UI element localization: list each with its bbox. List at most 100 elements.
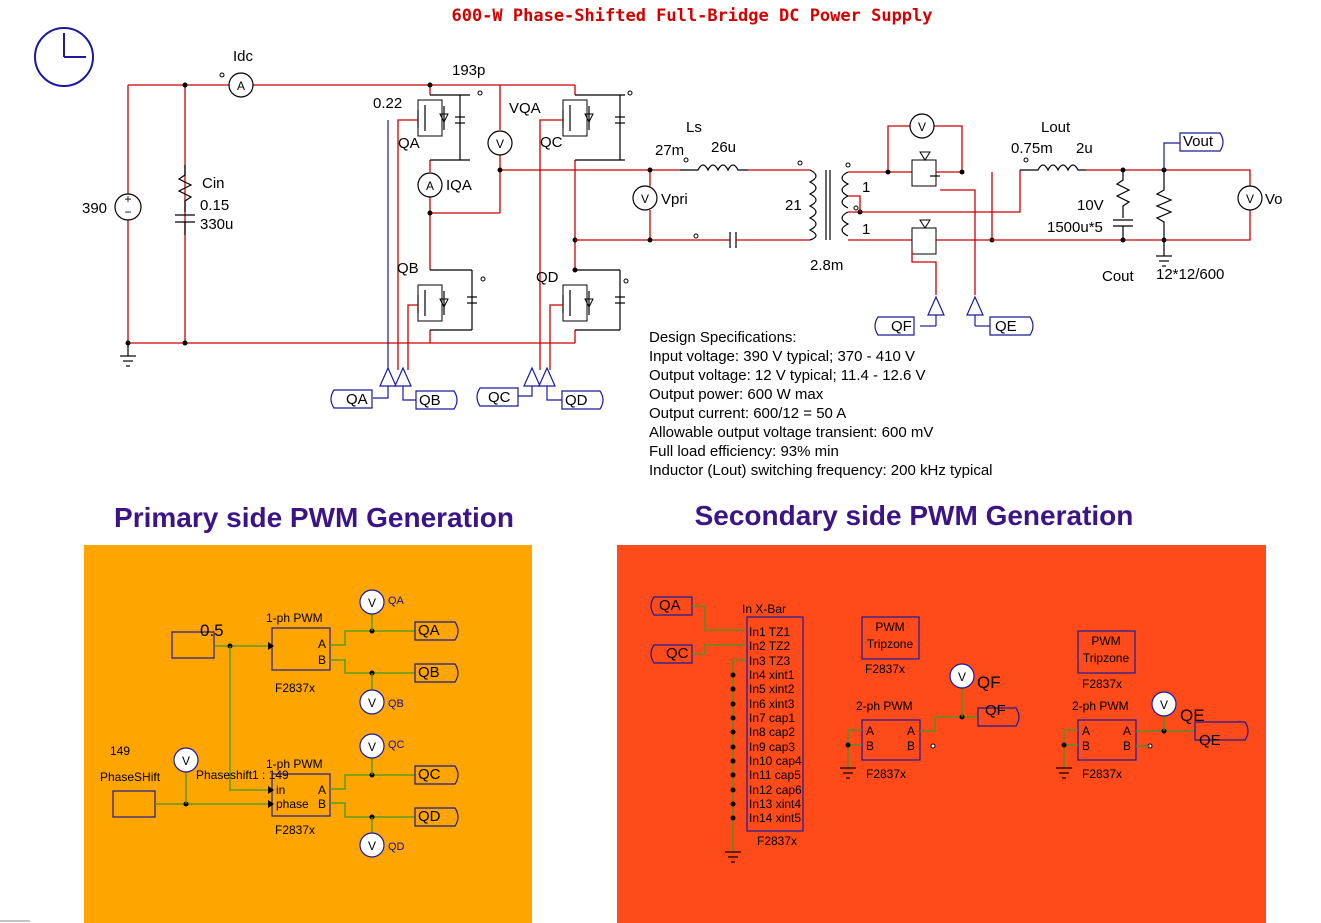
turns-sec1: 1 bbox=[862, 179, 870, 196]
vpri-voltmeter[interactable]: V bbox=[632, 185, 658, 211]
svg-text:QC: QC bbox=[388, 739, 405, 751]
spec-line: Output voltage: 12 V typical; 11.4 - 12.… bbox=[649, 367, 926, 384]
pwm-f-block[interactable]: 2-ph PWM A B A B F2837x bbox=[856, 699, 936, 781]
svg-text:B: B bbox=[318, 653, 326, 667]
svg-text:QE: QE bbox=[995, 318, 1017, 335]
svg-text:F2837x: F2837x bbox=[757, 834, 797, 848]
vo-voltmeter[interactable]: V bbox=[1237, 185, 1263, 211]
svg-text:PWM: PWM bbox=[1091, 634, 1120, 648]
probe-qd[interactable]: V QD bbox=[359, 832, 405, 858]
out-tag-qb[interactable]: QB bbox=[414, 663, 459, 683]
probe-qe[interactable]: V QE bbox=[1151, 691, 1205, 725]
load-resistor[interactable] bbox=[1155, 170, 1173, 240]
iqa-label: IQA bbox=[446, 177, 472, 194]
qb-label: QB bbox=[397, 260, 419, 277]
svg-text:−: − bbox=[124, 205, 131, 219]
svg-text:A: A bbox=[426, 179, 434, 193]
tag-qe[interactable]: QE bbox=[989, 316, 1034, 336]
out-tag-qa[interactable]: QA bbox=[414, 621, 459, 641]
ls-inductor[interactable] bbox=[680, 164, 748, 172]
pwm2-block[interactable]: 1-ph PWM in phase A B F2837x bbox=[266, 757, 331, 837]
svg-text:0.5: 0.5 bbox=[200, 621, 224, 640]
switch-qe[interactable] bbox=[911, 151, 940, 187]
dc-source[interactable]: + − bbox=[114, 192, 142, 221]
switch-qf[interactable] bbox=[911, 219, 937, 255]
svg-text:V: V bbox=[1246, 192, 1254, 206]
vqa-voltmeter[interactable]: V bbox=[487, 130, 513, 156]
in-tag-qc[interactable]: QC bbox=[650, 644, 693, 664]
tripzone-block-2[interactable]: PWM Tripzone F2837x bbox=[1077, 630, 1136, 691]
switch-qd[interactable] bbox=[562, 269, 629, 331]
out-tag-qc[interactable]: QC bbox=[414, 765, 459, 785]
cout-cap: 1500u*5 bbox=[1047, 219, 1103, 236]
tag-qd[interactable]: QD bbox=[561, 390, 604, 410]
svg-text:QB: QB bbox=[418, 664, 440, 681]
iqa-ammeter[interactable]: A bbox=[417, 172, 443, 198]
qa-label: QA bbox=[398, 135, 420, 152]
cin-cap: 330u bbox=[200, 216, 233, 233]
driver-qe bbox=[966, 295, 990, 327]
out-tag-qe[interactable]: QE bbox=[1194, 721, 1249, 749]
switch-qb[interactable] bbox=[417, 269, 486, 331]
svg-text:A: A bbox=[907, 724, 915, 738]
clock-icon[interactable] bbox=[34, 27, 94, 87]
svg-text:In4 xint1: In4 xint1 bbox=[749, 668, 795, 682]
tag-qc[interactable]: QC bbox=[476, 387, 519, 407]
switch-qc[interactable] bbox=[562, 90, 633, 161]
svg-text:phase: phase bbox=[276, 797, 309, 811]
lout-name: Lout bbox=[1041, 119, 1071, 136]
spec-line: Output power: 600 W max bbox=[649, 386, 824, 403]
svg-text:2-ph PWM: 2-ph PWM bbox=[856, 699, 913, 713]
spec-line: Full load efficiency: 93% min bbox=[649, 443, 839, 460]
cin-capacitor[interactable] bbox=[175, 165, 195, 235]
spec-line: Input voltage: 390 V typical; 370 - 410 … bbox=[649, 348, 915, 365]
probe-qc[interactable]: V QC bbox=[359, 733, 405, 759]
svg-text:QD: QD bbox=[418, 808, 441, 825]
svg-text:F2837x: F2837x bbox=[1082, 677, 1122, 691]
svg-text:B: B bbox=[866, 739, 874, 753]
vpri-label: Vpri bbox=[661, 191, 688, 208]
tripzone-block-1[interactable]: PWM Tripzone F2837x bbox=[861, 616, 920, 676]
probe-qb[interactable]: V QB bbox=[359, 689, 404, 715]
tag-qf[interactable]: QF bbox=[874, 316, 915, 336]
probe-phase[interactable]: V bbox=[173, 747, 199, 773]
svg-text:QF: QF bbox=[985, 702, 1006, 719]
svg-text:V: V bbox=[641, 192, 649, 206]
out-tag-qd[interactable]: QD bbox=[414, 807, 459, 827]
svg-text:In12 cap6: In12 cap6 bbox=[749, 783, 802, 797]
pwm-e-block[interactable]: 2-ph PWM A B A B F2837x bbox=[1072, 699, 1153, 781]
svg-text:V: V bbox=[918, 120, 926, 134]
svg-text:A: A bbox=[237, 79, 245, 93]
in-tag-qa[interactable]: QA bbox=[650, 596, 693, 616]
tag-vout[interactable]: Vout bbox=[1179, 132, 1224, 152]
probe-qf[interactable]: V QF bbox=[949, 663, 1001, 692]
duty-constant[interactable]: 0.5 bbox=[171, 621, 224, 659]
svg-text:A: A bbox=[1082, 724, 1090, 738]
out-tag-qf[interactable]: QF bbox=[977, 702, 1020, 727]
tag-qb[interactable]: QB bbox=[415, 390, 458, 410]
primary-pwm-panel: 0.5 1-ph PWM A B F2837x V QA QA bbox=[84, 545, 532, 923]
transformer[interactable] bbox=[797, 160, 859, 241]
xbar-block[interactable]: In X-Bar In1 TZ1 In2 TZ2 In3 TZ3 In4 xin… bbox=[742, 602, 804, 848]
svg-text:In9 cap3: In9 cap3 bbox=[749, 740, 795, 754]
cin-name: Cin bbox=[202, 175, 225, 192]
spec-line: Inductor (Lout) switching frequency: 200… bbox=[649, 462, 993, 479]
svg-text:2-ph PWM: 2-ph PWM bbox=[1072, 699, 1129, 713]
qc-label: QC bbox=[540, 134, 563, 151]
probe-qa[interactable]: V QA bbox=[359, 589, 405, 615]
tag-qa[interactable]: QA bbox=[330, 389, 373, 409]
vqe-voltmeter[interactable]: V bbox=[909, 113, 935, 139]
idc-ammeter[interactable]: A bbox=[219, 72, 254, 98]
svg-text:QA: QA bbox=[418, 622, 440, 639]
ls-res: 27m bbox=[655, 142, 684, 159]
secondary-pwm-panel: QA QC In X-Bar In1 TZ1 In2 TZ2 In3 TZ3 I… bbox=[617, 545, 1266, 923]
svg-text:+: + bbox=[124, 192, 131, 206]
pwm1-block[interactable]: 1-ph PWM A B F2837x bbox=[266, 611, 331, 695]
svg-text:QD: QD bbox=[565, 392, 588, 409]
lout-inductor[interactable] bbox=[1020, 157, 1086, 172]
svg-text:In X-Bar: In X-Bar bbox=[742, 602, 786, 616]
lout-res: 0.75m bbox=[1011, 140, 1053, 157]
cout-capacitor[interactable] bbox=[1113, 170, 1133, 240]
switch-qa[interactable] bbox=[417, 90, 483, 161]
svg-text:In3 TZ3: In3 TZ3 bbox=[749, 654, 790, 668]
